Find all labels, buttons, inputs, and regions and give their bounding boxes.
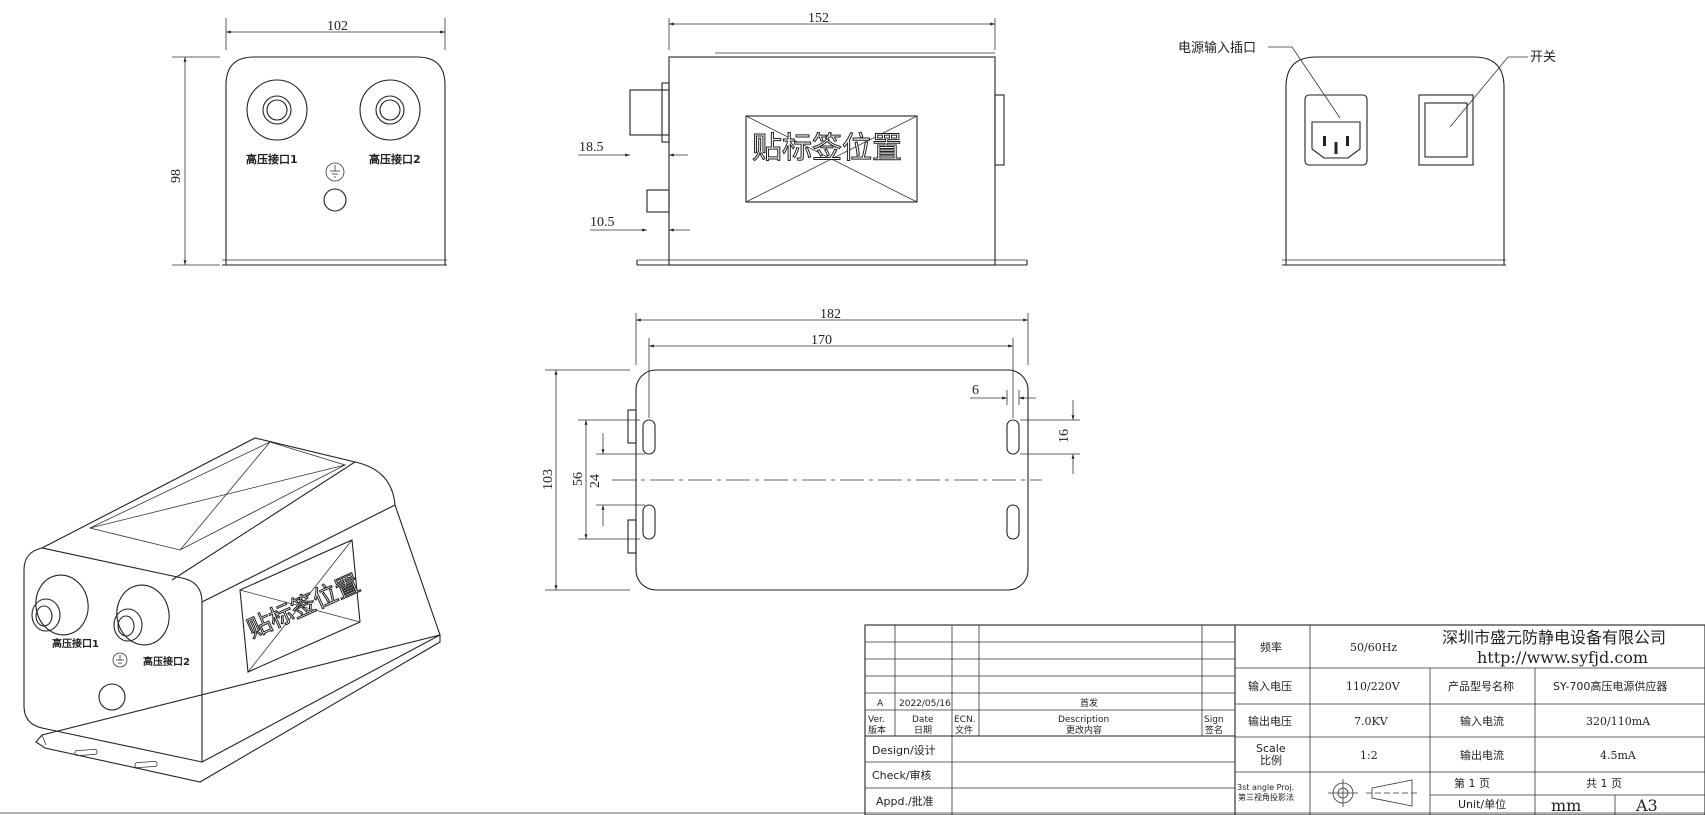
iso-ground-terminal xyxy=(98,683,126,711)
hdr-desc-en: Description xyxy=(1058,715,1109,725)
side-view: 贴标签位置 152 18.5 10.5 xyxy=(578,11,1028,266)
projection-symbol-icon xyxy=(1328,779,1418,807)
side-length-dim: 152 xyxy=(808,11,829,26)
mount-slot-br xyxy=(1006,504,1020,540)
spec-output-voltage-value: 7.0KV xyxy=(1354,715,1389,728)
hdr-ver-en: Ver. xyxy=(868,715,885,725)
total-pages-label: 共 1 页 xyxy=(1586,777,1622,790)
product-value: SY-700高压电源供应器 xyxy=(1553,679,1667,693)
iso-port2-label: 高压接口2 xyxy=(143,655,190,668)
top-slot-length-dim: 16 xyxy=(1057,429,1072,443)
sheet-size: A3 xyxy=(1635,796,1658,815)
top-slot-width-dim: 6 xyxy=(972,383,979,398)
scale-label-en: Scale xyxy=(1256,742,1286,755)
hdr-date-en: Date xyxy=(912,715,934,725)
hv-port-1 xyxy=(246,79,308,141)
scale-label-cn: 比例 xyxy=(1260,753,1282,767)
power-inlet-label: 电源输入插口 xyxy=(1178,40,1256,56)
scale-value: 1:2 xyxy=(1360,749,1378,762)
side-offset-bottom-dim: 10.5 xyxy=(590,215,615,230)
mount-slot-tr xyxy=(1006,419,1020,455)
top-center-spacing-dim: 24 xyxy=(588,474,603,488)
projection-cn: 第三视角投影法 xyxy=(1238,792,1294,802)
side-sticker-text: 贴标签位置 xyxy=(752,131,902,166)
iso-ground-icon xyxy=(112,652,128,668)
projection-en: 3st angle Proj. xyxy=(1237,783,1294,792)
iso-view: 贴标签位置 高压接口1 高压接口2 xyxy=(23,437,441,783)
spec-freq-value: 50/60Hz xyxy=(1350,641,1397,654)
unit-value: mm xyxy=(1551,796,1581,815)
ground-terminal xyxy=(323,188,347,212)
company-website: http://www.syfjd.com xyxy=(1477,648,1648,667)
front-height-dim: 98 xyxy=(169,169,184,183)
mount-slot-bl xyxy=(642,504,656,540)
check-label: Check/审核 xyxy=(872,768,932,782)
iso-top-sticker xyxy=(88,441,347,551)
spec-input-voltage-value: 110/220V xyxy=(1346,680,1401,693)
approve-label: Appd./批准 xyxy=(876,794,934,808)
input-current-label: 输入电流 xyxy=(1460,714,1504,728)
iso-port-2 xyxy=(113,584,170,646)
hdr-date-cn: 日期 xyxy=(914,725,932,736)
page-label: 第 1 页 xyxy=(1454,776,1490,790)
mount-slot-tl xyxy=(642,419,656,455)
input-current-value: 320/110mA xyxy=(1586,715,1651,728)
design-label: Design/设计 xyxy=(872,744,936,757)
front-port2-label: 高压接口2 xyxy=(369,152,421,166)
rev-description: 首发 xyxy=(1080,697,1098,709)
product-label: 产品型号名称 xyxy=(1448,679,1514,693)
iso-port-1 xyxy=(31,574,89,636)
company-name: 深圳市盛元防静电设备有限公司 xyxy=(1442,628,1666,647)
switch-icon xyxy=(1418,94,1474,166)
hdr-sign-cn: 签名 xyxy=(1205,724,1223,736)
spec-freq-label: 频率 xyxy=(1260,640,1282,654)
top-view: 182 170 6 16 103 56 24 xyxy=(541,307,1080,591)
hdr-desc-cn: 更改内容 xyxy=(1066,724,1102,736)
top-outer-length-dim: 182 xyxy=(820,307,841,322)
hdr-sign-en: Sign xyxy=(1204,715,1224,725)
iso-front-sticker: 贴标签位置 xyxy=(239,539,365,673)
iso-port1-label: 高压接口1 xyxy=(52,637,99,650)
hdr-ecn-cn: 文件 xyxy=(955,724,973,736)
hdr-ecn-en: ECN. xyxy=(954,715,976,725)
rev-ver: A xyxy=(877,699,884,709)
output-current-label: 输出电流 xyxy=(1460,748,1504,762)
power-inlet-icon xyxy=(1304,94,1368,166)
title-block: A 2022/05/16 首发 Ver. 版本 Date 日期 ECN. 文件 … xyxy=(864,624,1705,815)
top-height-dim: 103 xyxy=(541,469,556,490)
top-inner-spacing-dim: 56 xyxy=(571,472,586,486)
side-offset-top-dim: 18.5 xyxy=(579,140,604,155)
spec-input-voltage-label: 输入电压 xyxy=(1248,679,1292,693)
hdr-ver-cn: 版本 xyxy=(868,724,886,736)
output-current-value: 4.5mA xyxy=(1600,749,1637,762)
switch-label: 开关 xyxy=(1530,50,1556,65)
hv-port-2 xyxy=(359,79,421,141)
side-sticker-area: 贴标签位置 xyxy=(745,115,918,203)
front-port1-label: 高压接口1 xyxy=(246,152,298,166)
front-width-dim: 102 xyxy=(327,19,348,34)
top-hole-spacing-dim: 170 xyxy=(811,333,832,348)
unit-label: Unit/单位 xyxy=(1458,797,1506,811)
rev-date: 2022/05/16 xyxy=(899,699,951,709)
rear-view: 电源输入插口 开关 xyxy=(1178,40,1556,266)
spec-output-voltage-label: 输出电压 xyxy=(1248,714,1292,728)
ground-icon xyxy=(325,162,345,182)
front-view: 102 98 高压接口1 高压接口2 xyxy=(169,18,447,266)
